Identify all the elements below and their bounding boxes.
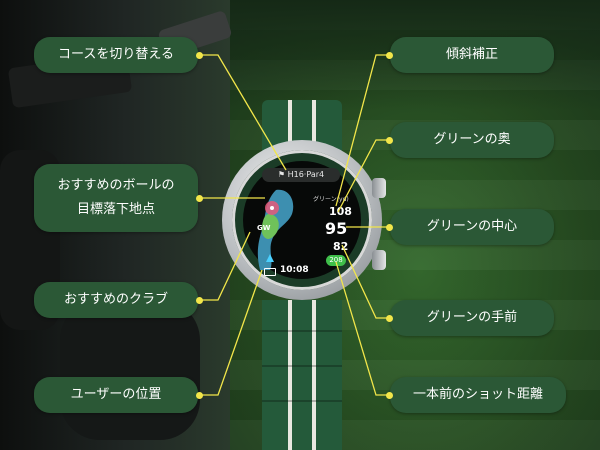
callout-dot [386, 137, 393, 144]
watch-crown-top[interactable] [372, 178, 386, 198]
callout-user-position: ユーザーの位置 [34, 377, 198, 413]
recommended-club-label: GW [257, 224, 271, 232]
green-distance-label: グリーン(yd) [313, 196, 349, 203]
watch-crown-bottom[interactable] [372, 250, 386, 270]
callout-switch-course: コースを切り替える [34, 37, 198, 73]
callout-recommended-club: おすすめのクラブ [34, 282, 198, 318]
battery-icon [264, 268, 276, 276]
callout-text: 目標落下地点 [76, 202, 155, 217]
callout-text: ユーザーの位置 [70, 387, 162, 402]
hole-selector[interactable]: ⚑ H16·Par4 [262, 168, 340, 182]
location-marker-icon [266, 254, 274, 262]
callout-green-center: グリーンの中心 [390, 209, 554, 245]
course-map [257, 189, 294, 270]
callout-text: 一本前のショット距離 [412, 387, 543, 402]
callout-dot [386, 315, 393, 322]
callout-dot [196, 392, 203, 399]
callout-dot [386, 224, 393, 231]
green-center-distance: 95 [325, 219, 348, 238]
callout-dot [196, 297, 203, 304]
flag-icon: ⚑ [277, 170, 288, 179]
callout-text: グリーンの奥 [433, 132, 511, 147]
callout-text: おすすめのクラブ [63, 292, 168, 307]
callout-dot [196, 195, 203, 202]
callout-text: 傾斜補正 [445, 47, 498, 62]
last-shot-badge: 208 [326, 255, 346, 266]
callout-green-back: グリーンの奥 [390, 122, 554, 158]
callout-text: コースを切り替える [58, 47, 174, 62]
hole-label: H16·Par4 [287, 170, 325, 179]
target-center [270, 206, 274, 210]
watch-strap-bottom [262, 300, 342, 450]
callout-text: グリーンの手前 [426, 310, 518, 325]
fairway [261, 214, 279, 239]
callout-dot [386, 52, 393, 59]
watch-time: 10:08 [280, 265, 309, 275]
callout-green-front: グリーンの手前 [390, 300, 554, 336]
callout-text: おすすめのボールの [57, 178, 175, 193]
callout-slope: 傾斜補正 [390, 37, 554, 73]
green-back-distance: 108 [329, 205, 352, 218]
green-front-distance: 82 [333, 240, 349, 253]
callout-text: グリーンの中心 [426, 219, 518, 234]
callout-last-shot: 一本前のショット距離 [390, 377, 566, 413]
callout-dot [196, 52, 203, 59]
callout-landing-point: おすすめのボールの 目標落下地点 [34, 164, 198, 232]
golf-bag [60, 300, 200, 440]
callout-dot [386, 392, 393, 399]
